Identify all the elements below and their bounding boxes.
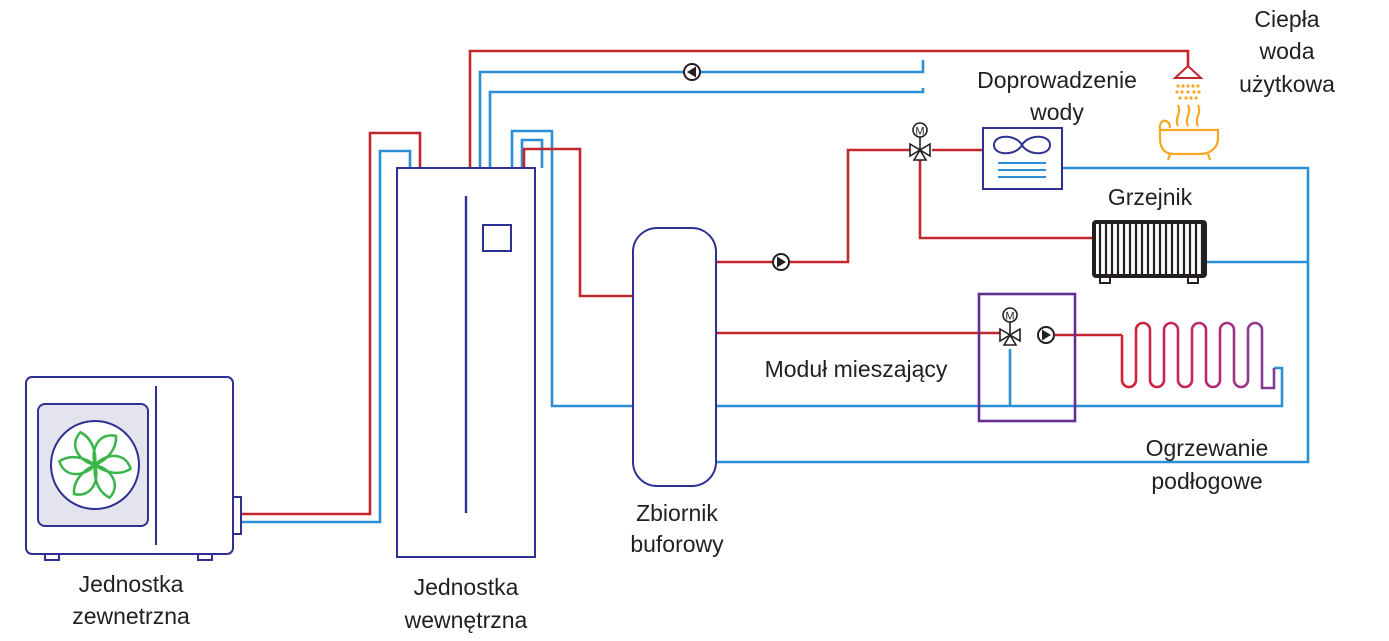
buffer-aux-pipe xyxy=(520,138,544,168)
svg-text:M: M xyxy=(1005,311,1014,323)
dhw-circulation-pump-icon xyxy=(683,63,701,81)
floor-heating-label-line1: Ogrzewanie xyxy=(1146,435,1269,461)
buffer-supply-pipe xyxy=(522,147,633,298)
dhw-supply-pipe xyxy=(468,49,1190,168)
water-supply-label-line2: wody xyxy=(1029,99,1084,125)
fan-blades xyxy=(57,430,133,500)
heating-supply-pipe xyxy=(716,148,910,264)
floor-heating-coil xyxy=(1120,321,1276,390)
outdoor-unit-label-line1: Jednostka xyxy=(79,571,184,597)
outdoor-unit xyxy=(25,376,242,561)
radiator-label: Grzejnik xyxy=(1108,184,1193,210)
heating-pump-icon xyxy=(772,253,790,271)
water-supply-pipe xyxy=(488,88,925,168)
outdoor-supply-pipe xyxy=(242,131,422,516)
dhw-label-line1: Ciepła xyxy=(1254,6,1319,32)
mixing-module-label: Moduł mieszający xyxy=(765,356,948,382)
mixing-valve-icon: M xyxy=(999,307,1021,346)
buffer-tank-label-line2: buforowy xyxy=(630,531,724,557)
main-return-pipe xyxy=(716,166,1310,464)
bathtub-icon xyxy=(1158,104,1220,161)
mixing-pump-icon xyxy=(1037,326,1055,344)
dhw-circulation-pipe xyxy=(478,60,925,168)
mixing-module-frame xyxy=(977,292,1077,423)
heat-exchanger xyxy=(982,127,1063,190)
indoor-unit-label-line2: wewnętrzna xyxy=(404,607,528,633)
floor-heating-label-line2: podłogowe xyxy=(1151,468,1262,494)
radiator-icon xyxy=(1092,220,1207,284)
svg-text:M: M xyxy=(915,126,924,138)
buffer-tank xyxy=(632,226,717,487)
indoor-unit-label-line1: Jednostka xyxy=(414,574,519,600)
indoor-unit xyxy=(396,167,536,558)
radiator-supply-pipe xyxy=(918,160,1092,240)
dhw-label-line2: woda xyxy=(1259,38,1315,64)
indoor-unit-display xyxy=(482,224,512,252)
outdoor-unit-label-line2: zewnetrzna xyxy=(72,603,190,629)
dhw-label-line3: użytkowa xyxy=(1239,71,1335,97)
infinity-icon xyxy=(992,135,1052,155)
buffer-return-pipe xyxy=(510,129,633,408)
water-supply-label-line1: Doprowadzenie xyxy=(977,67,1137,93)
shower-icon xyxy=(1172,64,1204,100)
buffer-tank-label-line1: Zbiornik xyxy=(636,500,718,526)
floor-return-pipe xyxy=(716,366,1284,408)
three-way-valve-icon: M xyxy=(909,122,931,161)
outdoor-return-pipe xyxy=(242,149,412,524)
